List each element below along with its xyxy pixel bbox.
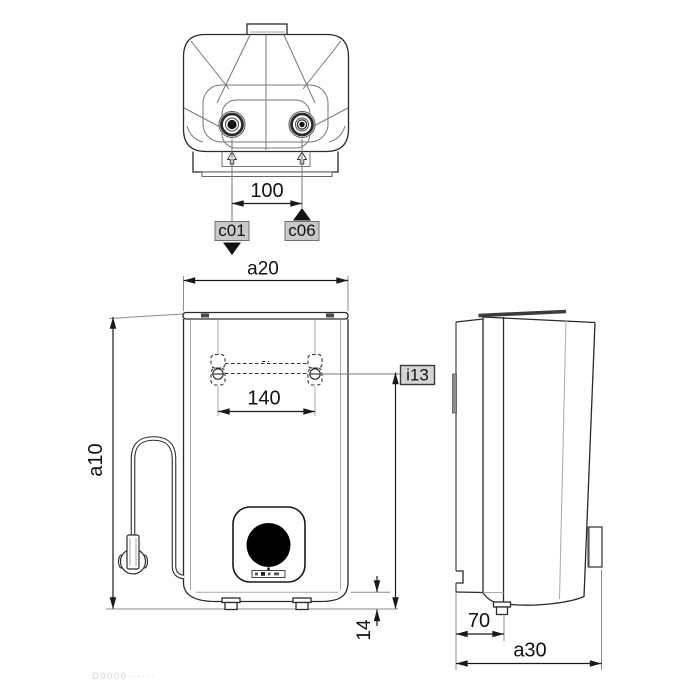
wall-plate	[452, 318, 484, 594]
front-view: a20	[85, 259, 436, 641]
dim-depth-label: a30	[513, 640, 546, 662]
pipe-fitting-hot	[288, 111, 316, 138]
mounting-bracket-rail	[225, 360, 308, 375]
power-cord	[130, 436, 185, 580]
temperature-knob	[246, 523, 291, 567]
housing-bottom-edge	[182, 583, 349, 603]
callout-cold-inlet: c01	[214, 221, 250, 255]
arrow-up-icon	[293, 208, 311, 221]
callout-bracket-label: i13	[406, 366, 429, 385]
dim-width-label: a20	[247, 259, 279, 280]
pipe-stub-right	[292, 597, 312, 611]
faint-drawing-number: D0000······	[92, 671, 155, 682]
callout-cold-inlet-label: c01	[218, 221, 245, 240]
front-face-edge	[583, 322, 596, 598]
bottom-view: 100 c01 c06	[182, 23, 350, 255]
dim-pipe-spacing-label: 100	[250, 180, 283, 202]
dim-pipe-protrusion-label: 14	[354, 619, 375, 641]
side-clip	[587, 526, 603, 568]
dim-wall-to-pipe-label: 70	[468, 610, 490, 632]
top-cap-side	[478, 309, 567, 318]
bracket-side-tab	[452, 373, 457, 414]
mounting-skirt	[192, 151, 339, 173]
side-view: 70 a30	[452, 309, 603, 670]
arrow-down-icon	[223, 242, 241, 255]
callout-bracket: i13	[399, 364, 436, 386]
callout-hot-outlet: c06	[284, 208, 320, 241]
housing-top-edge	[182, 311, 349, 320]
pipe-fitting-cold	[218, 111, 246, 138]
perspective-lines	[183, 34, 349, 143]
dim-bracket-spacing-label: 140	[247, 388, 280, 410]
mounting-bracket-right	[307, 353, 323, 386]
control-panel	[232, 506, 306, 583]
top-cap	[246, 23, 288, 36]
power-plug-icon	[117, 534, 149, 575]
pipe-stub-left	[221, 597, 241, 611]
mounting-bracket-left	[210, 353, 226, 386]
callout-hot-outlet-label: c06	[288, 221, 315, 240]
pipe-stub-side	[492, 601, 512, 616]
dim-height-label: a10	[85, 443, 107, 476]
bottom-edge-side	[510, 595, 585, 606]
